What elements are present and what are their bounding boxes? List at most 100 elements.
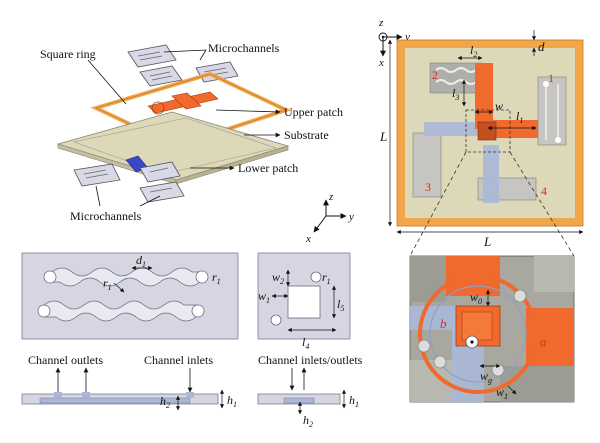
exploded-view: Square ring Microchannels Upper patch Su… — [40, 41, 343, 223]
r1-sub: 1 — [217, 277, 221, 286]
svg-text:h2: h2 — [303, 413, 313, 429]
corner-w2-sub: 2 — [280, 277, 284, 286]
svg-text:h1: h1 — [349, 393, 359, 409]
substrate-label: Substrate — [284, 128, 329, 142]
channel-inlets-label: Channel inlets — [144, 353, 213, 367]
zoom-w1-label: w — [496, 385, 504, 399]
corner-h1-label: h — [349, 393, 355, 407]
d1-sub: 1 — [142, 260, 146, 269]
zoom-w0-label: w — [470, 290, 478, 304]
zoom-a-label: a — [540, 334, 547, 349]
microchannels-bottom-leader — [95, 185, 101, 207]
zoom-w0-sub: 0 — [478, 297, 482, 306]
axes-middle: z y x — [305, 191, 354, 245]
corner-l5-sub: 5 — [340, 304, 344, 313]
corner-r1-label: r — [322, 270, 327, 284]
svg-text:w1: w1 — [258, 289, 270, 305]
upper-patch-vertical — [475, 63, 493, 129]
region-number-3: 3 — [425, 180, 431, 194]
channel-hole — [37, 304, 51, 318]
zoom-line-left — [409, 151, 467, 257]
h1-sub: 1 — [233, 400, 237, 409]
axis-top-x: x — [378, 57, 384, 69]
channel-hole — [43, 270, 57, 284]
channel-region-1 — [537, 76, 567, 146]
svg-text:w1: w1 — [496, 385, 508, 401]
corner-l4-label: l — [302, 335, 306, 349]
r-label: r — [103, 276, 108, 290]
zoom-wg-label: w — [480, 369, 488, 383]
zoom-view: w0 b a wg w1 — [409, 255, 575, 403]
h2-label: h — [160, 394, 166, 408]
corner-w1-sub: 1 — [266, 296, 270, 305]
lower-patch-horizontal — [424, 122, 486, 136]
upper-patch-label: Upper patch — [284, 105, 343, 119]
region-number-1: 1 — [548, 71, 554, 85]
top-d-label: d — [538, 39, 545, 54]
microchannel-module-bottom-left — [73, 163, 121, 187]
svg-text:w2: w2 — [272, 270, 284, 286]
upper-patch — [147, 91, 219, 115]
top-L-bottom-label: L — [483, 234, 491, 249]
svg-text:h1: h1 — [227, 393, 237, 409]
microchannel-module-top-center — [139, 65, 183, 87]
r-sub: 1 — [108, 283, 112, 292]
microchannel-module-bottom-center — [139, 161, 181, 183]
h2-sub: 2 — [166, 401, 170, 410]
upper-patch-arrow — [215, 109, 281, 115]
svg-text:l5: l5 — [337, 297, 344, 313]
axis-top-z: z — [378, 17, 384, 29]
svg-text:d1: d1 — [136, 253, 146, 269]
svg-text:r1: r1 — [212, 270, 221, 286]
zoom-ring-a — [418, 274, 538, 394]
svg-text:r1: r1 — [103, 276, 112, 292]
svg-text:l4: l4 — [302, 335, 309, 351]
microchannels-top-label: Microchannels — [208, 41, 280, 55]
corner-cross-section: Channel inlets/outlets h1 h2 — [257, 353, 363, 429]
zoom-b-label: b — [440, 316, 447, 331]
lower-patch-vertical — [483, 145, 499, 203]
lower-patch-label: Lower patch — [238, 161, 298, 175]
corner-window — [287, 285, 321, 319]
top-l3-label: l — [452, 86, 456, 100]
top-l1-sub: 1 — [519, 116, 523, 125]
channel-hole — [191, 304, 205, 318]
svg-text:l1: l1 — [516, 109, 523, 125]
region-number-2: 2 — [432, 68, 438, 82]
svg-text:r1: r1 — [322, 270, 331, 286]
zoom-line-right — [509, 151, 575, 257]
top-l2-label: l — [470, 43, 474, 57]
microchannels-bottom-label: Microchannels — [70, 209, 142, 223]
corner-panel: w2 r1 w1 l5 l4 — [257, 252, 351, 351]
square-ring-label: Square ring — [40, 47, 96, 61]
top-view: z y x d l2 l3 — [378, 17, 584, 257]
top-L-left-label: L — [379, 129, 387, 144]
svg-text:l2: l2 — [470, 43, 477, 59]
corner-h2-label: h — [303, 413, 309, 427]
top-l2-sub: 2 — [473, 50, 477, 59]
corner-w2-label: w — [272, 270, 280, 284]
r1-label: r — [212, 270, 217, 284]
channel-plate — [21, 252, 239, 340]
channel-panel: d1 r1 r1 — [21, 252, 239, 340]
axis-top-y: y — [404, 31, 410, 43]
corner-l4-sub: 4 — [305, 342, 309, 351]
channel-cross-section: Channel outlets Channel inlets h2 h1 — [21, 353, 237, 411]
zoom-w1-sub: 1 — [504, 392, 508, 401]
microchannel-module-bottom-right — [139, 181, 185, 203]
top-l1-label: l — [516, 109, 520, 123]
zoom-wg-sub: g — [488, 376, 492, 385]
corner-h2-sub: 2 — [309, 420, 313, 429]
h1-label: h — [227, 393, 233, 407]
axes-top: z y x — [378, 17, 410, 69]
microchannels-top-leader — [163, 49, 207, 53]
axis-mid-x: x — [305, 233, 311, 245]
square-ring-leader — [87, 59, 127, 105]
corner-h1-sub: 1 — [355, 400, 359, 409]
channel-hole — [195, 270, 209, 284]
axis-mid-y: y — [348, 211, 354, 223]
corner-r1-sub: 1 — [327, 277, 331, 286]
channel-region-3 — [412, 132, 442, 198]
top-w-label: w — [495, 99, 503, 113]
